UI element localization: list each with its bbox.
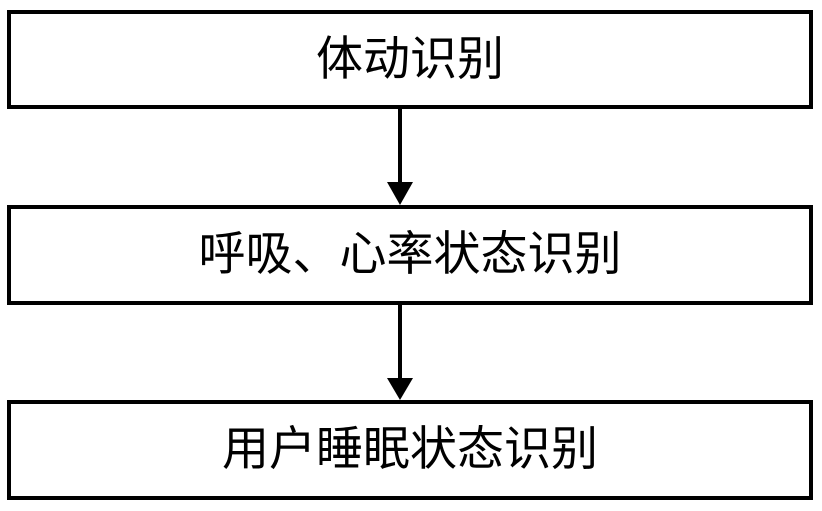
flow-arrow-node2-to-node3 xyxy=(386,301,414,402)
flow-node-label: 体动识别 xyxy=(316,31,504,87)
flow-node-breathing-heartrate-state-recognition: 呼吸、心率状态识别 xyxy=(7,205,813,305)
arrow-down-icon xyxy=(387,301,413,400)
arrow-down-icon xyxy=(387,105,413,205)
flow-node-user-sleep-state-recognition: 用户睡眠状态识别 xyxy=(7,400,813,500)
flow-arrow-node1-to-node2 xyxy=(386,105,414,207)
flow-node-label: 呼吸、心率状态识别 xyxy=(198,227,622,283)
flow-node-body-movement-recognition: 体动识别 xyxy=(7,10,813,109)
flow-node-label: 用户睡眠状态识别 xyxy=(222,422,598,478)
